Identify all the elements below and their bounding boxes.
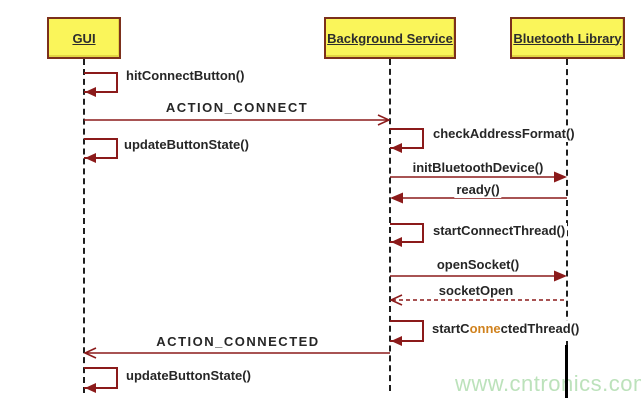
arrowhead-filled-left-icon	[85, 153, 96, 163]
message-label-hitconnectbutton-: hitConnectButton()	[124, 68, 247, 84]
message-arrow-socketopen	[390, 294, 567, 306]
lifeline-background-service	[389, 59, 391, 391]
lifeline-gui	[83, 59, 85, 393]
arrowhead-filled-icon	[554, 270, 567, 282]
self-message-loop-updatebuttonstate-	[84, 138, 118, 159]
actor-box-bluetooth-library: Bluetooth Library	[510, 17, 625, 59]
arrowhead-filled-left-icon	[85, 87, 96, 97]
actor-label: GUI	[72, 30, 96, 46]
message-label-action-connected: ACTION_CONNECTED	[154, 334, 322, 350]
arrowhead-open-icon	[84, 347, 97, 359]
lifeline-artifact-black-line	[565, 345, 568, 398]
message-label-initbluetoothdevice-: initBluetoothDevice()	[410, 160, 546, 176]
actor-box-gui: GUI	[47, 17, 121, 59]
actor-box-background-service: Background Service	[324, 17, 456, 59]
message-label-updatebuttonstate-: updateButtonState()	[124, 368, 253, 384]
message-arrow-initbluetoothdevice-	[390, 171, 567, 183]
arrowhead-filled-left-icon	[391, 336, 402, 346]
self-message-loop-startconnectthread-	[390, 223, 424, 243]
lifeline-bluetooth-library	[566, 59, 568, 347]
arrowhead-open-icon	[390, 294, 403, 306]
message-label-startconnectedthread-: startConnectedThread()	[430, 321, 582, 337]
arrowhead-filled-left-icon	[391, 143, 402, 153]
self-message-loop-startconnectedthread-	[390, 320, 424, 342]
message-label-opensocket-: openSocket()	[434, 257, 522, 273]
label-part: startC	[432, 321, 470, 336]
arrowhead-filled-icon	[554, 171, 567, 183]
message-label-updatebuttonstate-: updateButtonState()	[122, 137, 251, 153]
message-label-ready-: ready()	[454, 182, 502, 198]
message-label-socketopen: socketOpen	[436, 283, 516, 299]
arrowhead-filled-icon	[390, 192, 403, 204]
message-label-checkaddressformat-: checkAddressFormat()	[431, 126, 577, 142]
message-label-action-connect: ACTION_CONNECT	[163, 100, 311, 116]
message-label-startconnectthread-: startConnectThread()	[431, 223, 568, 239]
message-arrow-opensocket-	[390, 270, 567, 282]
self-message-loop-hitconnectbutton-	[84, 72, 118, 93]
message-arrow-ready-	[390, 192, 567, 204]
actor-label: Background Service	[327, 30, 453, 46]
label-part: ctedThread()	[500, 321, 580, 336]
watermark: www.cntronics.com	[455, 371, 641, 396]
arrowhead-filled-left-icon	[391, 237, 402, 247]
arrowhead-open-icon	[377, 114, 390, 126]
self-message-loop-checkaddressformat-	[390, 128, 424, 149]
actor-label: Bluetooth Library	[513, 30, 622, 46]
message-arrow-action-connect	[84, 114, 390, 126]
message-arrow-action-connected	[84, 347, 390, 359]
label-part: onne	[469, 321, 501, 336]
self-message-loop-updatebuttonstate-	[84, 367, 118, 389]
arrowhead-filled-left-icon	[85, 383, 96, 393]
